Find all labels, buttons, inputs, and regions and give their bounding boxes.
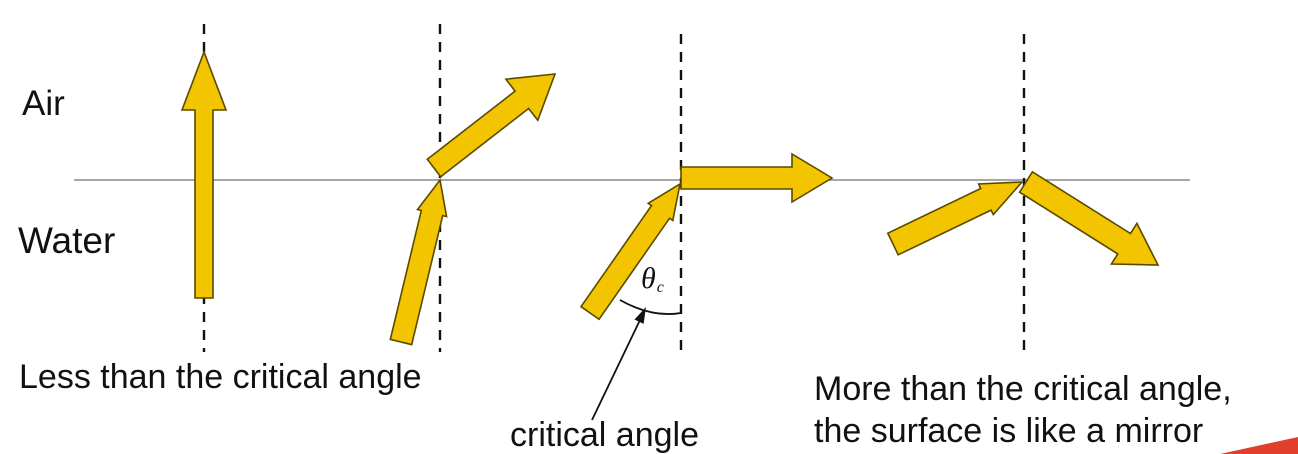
ray-arrow-normal: [180, 49, 228, 299]
more-than-critical-line-2: the surface is like a mirror: [814, 412, 1204, 450]
ray-arrow-reflected-4: [1018, 170, 1160, 266]
critical-angle-label: critical angle: [510, 416, 699, 454]
more-than-critical-label: More than the critical angle, the surfac…: [814, 368, 1232, 452]
ray-arrow-refracted-2: [426, 73, 557, 178]
theta-symbol: θ: [641, 262, 656, 295]
less-than-critical-label: Less than the critical angle: [19, 358, 422, 396]
ray-arrows: [180, 49, 1160, 346]
normal-lines: [202, 24, 1026, 356]
ray-arrow-incident-4: [886, 181, 1024, 256]
critical-angle-pointer-line: [591, 319, 641, 421]
theta-subscript: c: [656, 279, 664, 296]
critical-angle-arc: [619, 299, 682, 315]
ray-arrow-incident-2: [389, 178, 448, 346]
ray-arrow-refracted-3: [680, 152, 834, 204]
more-than-critical-line-1: More than the critical angle,: [814, 370, 1232, 408]
theta-critical-symbol: θc: [641, 264, 664, 296]
critical-angle-pointer-head: [634, 307, 646, 324]
air-label: Air: [22, 84, 65, 123]
ray-arrow-incident-3: [579, 182, 682, 321]
water-label: Water: [18, 220, 116, 261]
corner-accent: [1220, 437, 1298, 454]
